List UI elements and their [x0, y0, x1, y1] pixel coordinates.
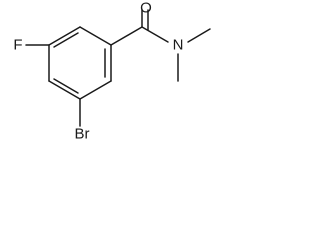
fluorine-label: F	[13, 37, 22, 54]
bromine-label: Br	[75, 126, 90, 143]
ring-bond-bottom-right	[79, 80, 112, 100]
ring-bond-top-right	[79, 26, 112, 46]
ring-bond-top-left	[48, 26, 81, 46]
ring-bond-bottom-left	[48, 80, 81, 100]
amide-c-n-bond	[141, 26, 169, 43]
carbonyl-carbon-bond	[110, 26, 143, 46]
nitrogen-label: N	[173, 37, 184, 54]
n-methyl-upper-bond	[187, 28, 211, 43]
benzene-ring	[48, 26, 112, 100]
substituent-bonds	[25, 9, 211, 127]
oxygen-label: O	[140, 0, 152, 16]
ring-bond-inner-bottom	[53, 78, 79, 94]
chemical-structure-diagram: O N F Br	[13, 0, 211, 143]
ring-bond-inner-top	[53, 32, 79, 48]
atom-labels: O N F Br	[13, 0, 183, 143]
